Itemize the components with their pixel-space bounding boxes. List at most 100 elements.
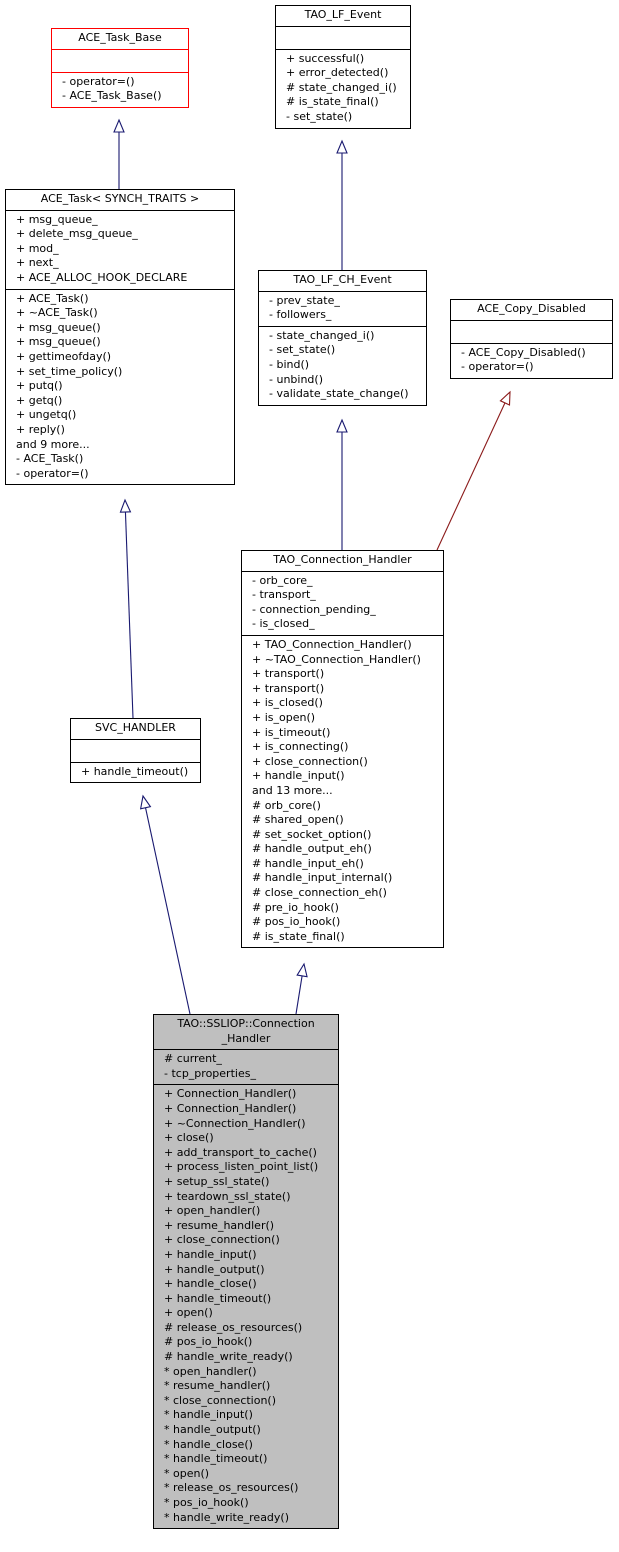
method-row: # orb_core() [252, 798, 321, 812]
attributes-section [451, 319, 612, 343]
method-row: + teardown_ssl_state() [164, 1189, 291, 1203]
attribute-row: + delete_msg_queue_ [16, 227, 138, 241]
attribute-row: - followers_ [269, 308, 332, 322]
method-row: * handle_input() [164, 1408, 253, 1422]
method-row: + process_listen_point_list() [164, 1160, 319, 1174]
method-row: + error_detected() [286, 66, 389, 80]
method-row: - operator=() [16, 466, 89, 480]
method-row: + ~ACE_Task() [16, 306, 98, 320]
edge-connection-handler-to-lf-ch-event [336, 418, 348, 550]
method-row: * handle_write_ready() [164, 1510, 290, 1524]
attribute-row: # current_ [164, 1052, 222, 1066]
method-row: * handle_timeout() [164, 1452, 268, 1466]
attributes-section [52, 48, 188, 72]
attribute-row: + mod_ [16, 241, 59, 255]
class-svc-handler[interactable]: SVC_HANDLER + handle_timeout() [70, 718, 201, 784]
attributes-section: + msg_queue_+ delete_msg_queue_+ mod_+ n… [6, 209, 234, 289]
class-name-line: TAO::SSLIOP::Connection [177, 1017, 315, 1030]
method-row: + close() [164, 1131, 214, 1145]
method-row: + transport() [252, 681, 325, 695]
method-row: - ACE_Task_Base() [62, 89, 162, 103]
method-row: + set_time_policy() [16, 364, 123, 378]
attribute-row: + ACE_ALLOC_HOOK_DECLARE [16, 270, 188, 284]
inheritance-arrowhead [296, 962, 308, 978]
attribute-row: - is_closed_ [252, 617, 315, 631]
class-name-line: SVC_HANDLER [95, 721, 176, 734]
class-name-line: TAO_LF_Event [304, 8, 382, 21]
method-row: # release_os_resources() [164, 1320, 303, 1334]
class-tao-lf-ch-event[interactable]: TAO_LF_CH_Event- prev_state_- followers_… [258, 270, 427, 406]
method-row: - operator=() [62, 74, 135, 88]
method-row: - unbind() [269, 372, 323, 386]
class-ace-task-base[interactable]: ACE_Task_Base - operator=()- ACE_Task_Bas… [51, 28, 189, 108]
method-row: + handle_timeout() [81, 764, 189, 778]
method-row: * handle_output() [164, 1423, 261, 1437]
attribute-row: - prev_state_ [269, 293, 340, 307]
method-row: * release_os_resources() [164, 1481, 299, 1495]
class-name-line: ACE_Task_Base [78, 31, 162, 44]
method-row: # is_state_final() [252, 929, 345, 943]
class-tao-connection-handler[interactable]: TAO_Connection_Handler - orb_core_- trans… [241, 550, 444, 949]
method-row: # handle_write_ready() [164, 1350, 293, 1364]
method-row: # handle_input_internal() [252, 871, 393, 885]
attributes-section [71, 738, 200, 762]
method-row: + close_connection() [252, 754, 368, 768]
edge-line [144, 807, 191, 1015]
edge-line [124, 511, 134, 719]
edge-ace-task-to-ace-task-base [113, 118, 125, 189]
edge-line [436, 402, 506, 551]
class-name-line: TAO_Connection_Handler [273, 553, 412, 566]
method-row: + TAO_Connection_Handler() [252, 637, 412, 651]
method-row: and 9 more... [16, 437, 90, 451]
inheritance-arrowhead [139, 794, 152, 810]
edge-lf-ch-event-to-lf-event [336, 139, 348, 270]
method-row: + open() [164, 1306, 213, 1320]
method-row: - operator=() [461, 360, 534, 374]
method-row: + setup_ssl_state() [164, 1174, 270, 1188]
method-row: # is_state_final() [286, 95, 379, 109]
method-row: + handle_output() [164, 1262, 265, 1276]
methods-section: + ACE_Task()+ ~ACE_Task()+ msg_queue()+ … [6, 288, 234, 485]
method-row: + open_handler() [164, 1204, 261, 1218]
method-row: * close_connection() [164, 1393, 277, 1407]
method-row: * pos_io_hook() [164, 1496, 249, 1509]
inheritance-arrowhead [336, 418, 348, 433]
method-row: # state_changed_i() [286, 80, 397, 94]
attributes-section: - prev_state_- followers_ [259, 290, 426, 326]
edge-connection-handler-to-ace-copy-disabled [436, 390, 511, 551]
method-row: - set_state() [286, 109, 353, 123]
method-row: + Connection_Handler() [164, 1101, 297, 1115]
method-row: + is_connecting() [252, 740, 349, 754]
class-ace-copy-disabled[interactable]: ACE_Copy_Disabled- ACE_Copy_Disabled()- … [450, 299, 613, 379]
attributes-section: - orb_core_- transport_- connection_pend… [242, 570, 443, 635]
method-row: + successful() [286, 51, 365, 65]
method-row: + close_connection() [164, 1233, 280, 1247]
class-tao-lf-event[interactable]: TAO_LF_Event + successful()+ error_detect… [275, 5, 411, 129]
class-name: TAO_LF_Event [276, 6, 410, 26]
attributes-section: # current_- tcp_properties_ [154, 1049, 338, 1084]
method-row: + Connection_Handler() [164, 1087, 297, 1101]
method-row: + is_open() [252, 710, 316, 724]
method-row: + resume_handler() [164, 1218, 275, 1232]
method-row: # handle_output_eh() [252, 842, 372, 856]
method-row: # handle_input_eh() [252, 856, 364, 870]
method-row: + ACE_Task() [16, 291, 89, 305]
method-row: + transport() [252, 667, 325, 681]
method-row: - set_state() [269, 343, 336, 357]
method-row: - validate_state_change() [269, 387, 409, 401]
class-name: ACE_Task_Base [52, 29, 188, 49]
class-tao-ssliop-connection-handler[interactable]: TAO::SSLIOP::Connection_Handler# current… [153, 1014, 339, 1530]
class-name: ACE_Copy_Disabled [451, 300, 612, 320]
methods-section: + Connection_Handler()+ Connection_Handl… [154, 1084, 338, 1528]
attribute-row: - orb_core_ [252, 573, 313, 587]
method-row: - bind() [269, 357, 310, 371]
method-row: - state_changed_i() [269, 328, 375, 342]
methods-section: + handle_timeout() [71, 761, 200, 783]
class-name: TAO::SSLIOP::Connection_Handler [154, 1015, 338, 1049]
methods-section: + successful()+ error_detected()# state_… [276, 48, 410, 128]
method-row: # pre_io_hook() [252, 900, 339, 914]
method-row: # set_socket_option() [252, 827, 372, 841]
class-ace-task[interactable]: ACE_Task< SYNCH_TRAITS >+ msg_queue_+ de… [5, 189, 235, 486]
class-name-line: ACE_Copy_Disabled [477, 302, 586, 315]
method-row: + handle_input() [164, 1247, 257, 1261]
